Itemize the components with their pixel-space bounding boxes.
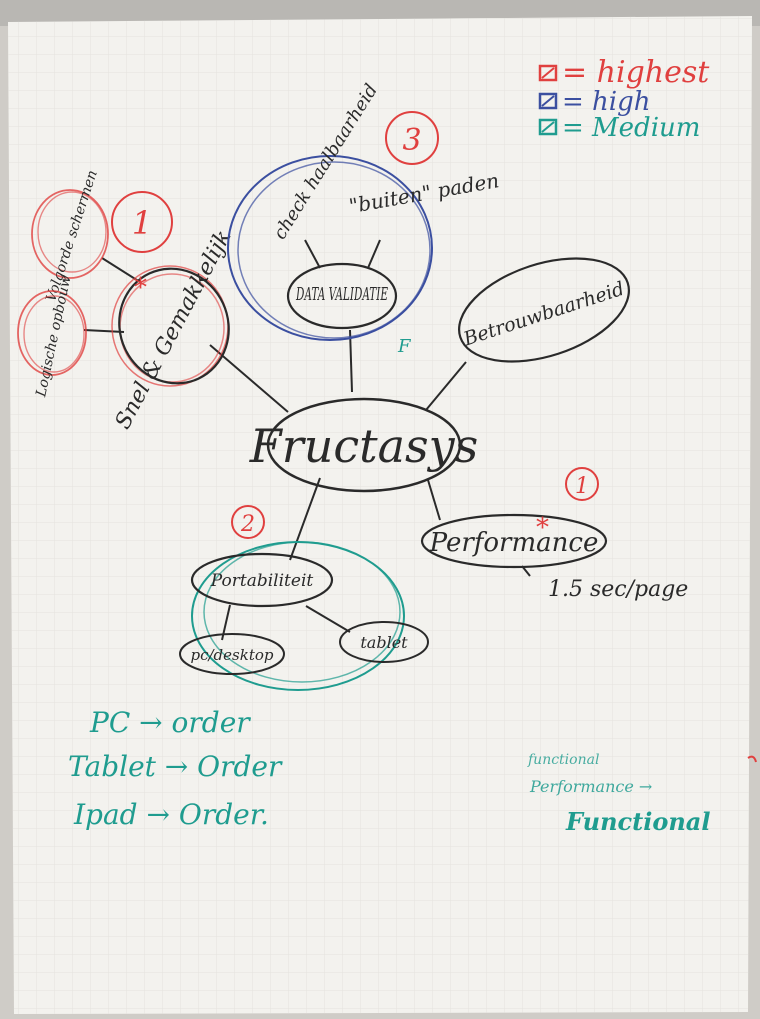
node-tablet: tablet [339, 621, 429, 663]
node-portabiliteit: Portabiliteit 2 [190, 505, 405, 691]
legend-highest-label: = highest [562, 55, 710, 90]
note-left-2: Tablet → Order [68, 750, 283, 783]
performance-note: 1.5 sec/page [548, 577, 688, 602]
snel-priority: 1 [132, 204, 152, 242]
legend: = highest = high = Medium [538, 55, 710, 143]
notes-right: functional Performance → Functional [527, 752, 710, 836]
portab-label: Portabiliteit [210, 571, 314, 591]
legend-high-label: = high [562, 87, 651, 117]
center-label: Fructasys [249, 419, 478, 473]
performance-star-icon: * [536, 513, 549, 543]
pc-label: pc/desktop [191, 646, 274, 664]
data-priority: 3 [402, 123, 421, 158]
center-node: Fructasys [249, 397, 478, 493]
legend-medium-label: = Medium [562, 113, 700, 143]
note-right-3: Functional [565, 807, 710, 836]
legend-highest-swatch [538, 64, 558, 82]
note-left-1: PC → order [89, 706, 251, 739]
tablet-label: tablet [360, 633, 408, 652]
data-label: DATA VALIDATIE [295, 284, 388, 305]
note-right-1: functional [527, 752, 599, 768]
legend-high-swatch [538, 92, 558, 110]
snel-star-icon: * [134, 273, 147, 303]
performance-label: Performance [429, 528, 599, 558]
note-left-3: Ipad → Order. [73, 798, 269, 831]
node-data-validatie: DATA VALIDATIE F 3 [227, 111, 439, 357]
connector-lines [83, 239, 467, 641]
portab-priority: 2 [240, 512, 255, 537]
note-right-2: Performance → [529, 777, 652, 796]
edge-mark [747, 755, 757, 763]
node-performance: Performance * 1 1.5 sec/page [420, 467, 688, 602]
data-mark: F [397, 336, 412, 357]
legend-medium-swatch [538, 118, 558, 136]
performance-priority: 1 [575, 474, 589, 499]
notes-left: PC → order Tablet → Order Ipad → Order. [68, 706, 283, 831]
node-pc: pc/desktop [179, 633, 285, 675]
